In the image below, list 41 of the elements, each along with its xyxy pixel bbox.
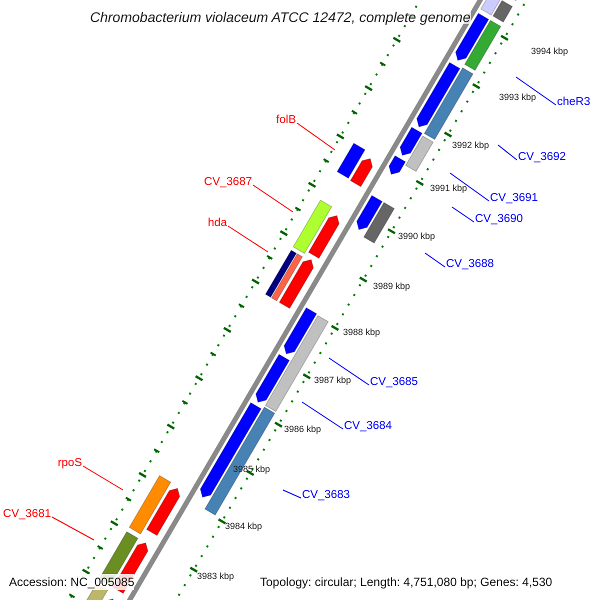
scale-label: 3990 kbp bbox=[398, 232, 436, 241]
gene-label: CV_3685 bbox=[370, 377, 418, 388]
leader-line bbox=[52, 516, 94, 540]
gene-label: CV_3683 bbox=[302, 490, 350, 502]
scale-label: 3991 kbp bbox=[430, 184, 468, 193]
scale-label: 3989 kbp bbox=[373, 282, 410, 291]
leader-line bbox=[296, 122, 336, 150]
scale-label: 3993 kbp bbox=[499, 93, 536, 102]
scale-label: 3984 kbp bbox=[225, 522, 262, 531]
leader-line bbox=[452, 206, 474, 222]
leader-line bbox=[282, 490, 302, 498]
leader-line bbox=[450, 172, 490, 202]
gene-label: CV_3690 bbox=[475, 214, 523, 226]
scale-label: 3992 kbp bbox=[452, 141, 490, 150]
leader-line bbox=[228, 226, 268, 252]
scale-label: 3985 kbp bbox=[233, 465, 270, 474]
leader-line bbox=[516, 76, 556, 106]
scale-label: 3994 kbp bbox=[531, 47, 568, 56]
genome-summary-text: Topology: circular; Length: 4,751,080 bp; Genes: 4,530 bbox=[260, 574, 552, 590]
gene-label: CV_3688 bbox=[446, 259, 494, 270]
leader-line bbox=[328, 358, 370, 386]
leader-line bbox=[498, 144, 518, 160]
gene-label: rpoS bbox=[58, 458, 82, 470]
gene-label: CV_3687 bbox=[204, 177, 252, 188]
gene-label: CV_3691 bbox=[490, 193, 538, 204]
gene-label: folB bbox=[276, 115, 296, 126]
gene-label: CV_3681 bbox=[3, 509, 51, 520]
scale-label: 3983 kbp bbox=[197, 572, 234, 581]
scale-label: 3988 kbp bbox=[343, 328, 380, 337]
leader-line bbox=[302, 402, 344, 430]
gene-label: hda bbox=[208, 218, 227, 230]
accession-text: Accession: NC_005085 bbox=[9, 574, 134, 590]
title: Chromobacterium violaceum ATCC 12472, complete genome bbox=[90, 10, 471, 24]
leader-line bbox=[424, 252, 446, 268]
leader-line bbox=[82, 466, 124, 490]
gene-label: cheR3 bbox=[557, 97, 590, 108]
gene-label: CV_3684 bbox=[344, 421, 392, 432]
scale-label: 3986 kbp bbox=[284, 425, 322, 434]
gene-label: CV_3692 bbox=[518, 152, 566, 164]
leader-line bbox=[252, 184, 294, 212]
scale-label: 3987 kbp bbox=[314, 376, 352, 385]
